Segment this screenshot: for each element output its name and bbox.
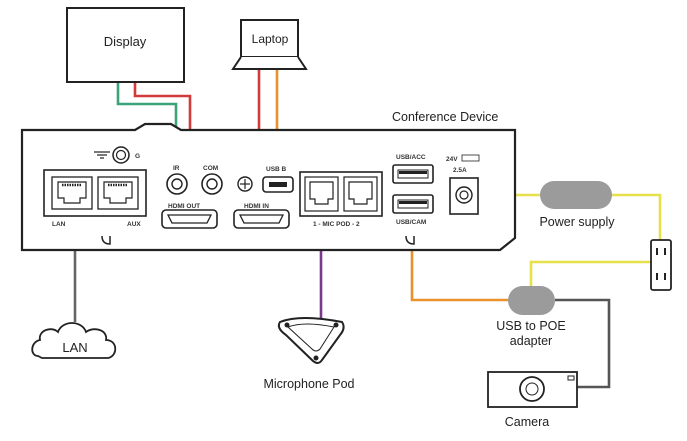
ir-label: IR (173, 165, 180, 172)
usb-acc-label: USB/ACC (396, 154, 426, 161)
power-rating-line2: 2.5A (453, 167, 467, 174)
lan-label: LAN (62, 340, 87, 355)
lan-port[interactable] (51, 176, 93, 210)
ir-jack[interactable] (166, 173, 188, 195)
power-supply: Power supply (539, 181, 615, 229)
hdmi-in-port[interactable] (233, 209, 290, 229)
conference-device-label: Conference Device (392, 110, 498, 124)
ground-label: G (135, 153, 140, 160)
lan-cloud: LAN (31, 322, 117, 359)
usb-b-port[interactable] (262, 176, 294, 193)
laptop-label: Laptop (252, 32, 289, 46)
hdmi-out-port[interactable] (161, 209, 218, 229)
camera-device: Camera (487, 371, 578, 429)
display-device: Display (66, 7, 185, 83)
mic-pod-port-2[interactable] (343, 176, 378, 212)
usb-poe-adapter: USB to POE adapter (496, 286, 566, 348)
usb-b-label: USB B (266, 166, 287, 173)
usb-poe-label-line2: adapter (510, 334, 552, 348)
power-cable-outlet (612, 193, 662, 240)
lan-port-label: LAN (52, 221, 66, 228)
conference-device: G LAN AUX IR COM (20, 122, 517, 252)
camera-label: Camera (505, 415, 550, 429)
power-supply-label: Power supply (539, 215, 615, 229)
usb-poe-label-line1: USB to POE (496, 319, 565, 333)
adapter-power-cable (529, 260, 660, 287)
power-input-jack[interactable] (449, 177, 479, 215)
com-jack[interactable] (201, 173, 223, 195)
power-rating-line1: 24V (446, 156, 458, 163)
usb-cam-port[interactable] (392, 194, 434, 214)
aux-port-label: AUX (127, 221, 141, 228)
hdmi-in-label: HDMI IN (244, 203, 269, 210)
usb-cam-label: USB/CAM (396, 219, 426, 226)
screw-icon (237, 176, 253, 192)
usb-acc-port[interactable] (392, 164, 434, 184)
ground-screw-icon (94, 146, 130, 164)
laptop-device: Laptop (231, 19, 308, 70)
display-label: Display (104, 34, 147, 49)
hdmi-out-label: HDMI OUT (168, 203, 200, 210)
camera-poe-cable (555, 298, 611, 389)
aux-port[interactable] (97, 176, 139, 210)
microphone-pod-label: Microphone Pod (263, 377, 354, 391)
wall-outlet (650, 239, 672, 291)
mic-pod-port-1[interactable] (304, 176, 339, 212)
com-label: COM (203, 165, 218, 172)
mic-pod-label: 1 - MIC POD - 2 (313, 221, 360, 228)
microphone-pod: Microphone Pod (263, 317, 355, 391)
